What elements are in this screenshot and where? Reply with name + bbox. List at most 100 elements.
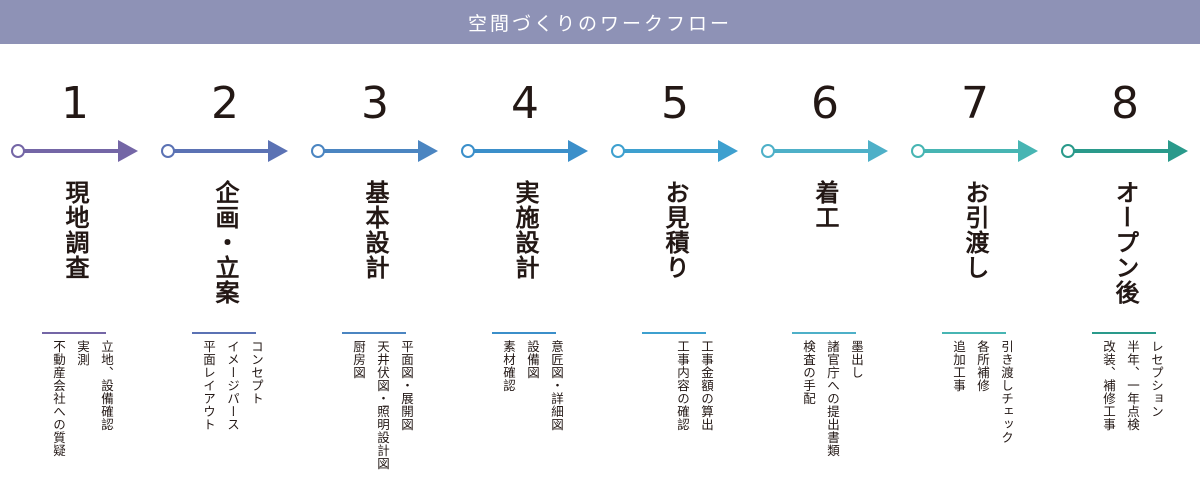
step-title-wrap: オープン後 <box>1050 180 1200 305</box>
step-details: 工事金額の算出工事内容の確認 <box>644 340 714 476</box>
step-divider <box>792 332 856 334</box>
step-detail-item: 検査の手配 <box>801 340 816 405</box>
step-details-list: 意匠図・詳細図設備図素材確認 <box>500 340 564 476</box>
step-details-list: レセプション半年、一年点検改装、補修工事 <box>1100 340 1164 476</box>
step-title: 基本設計 <box>361 180 389 280</box>
step-detail-item: イメージパース <box>225 340 240 431</box>
step-detail-item: 墨出し <box>849 340 864 379</box>
step-number: 2 <box>211 78 239 129</box>
step-detail-item: 各所補修 <box>975 340 990 392</box>
arrow-head <box>568 140 588 162</box>
step-detail-item: レセプション <box>1149 340 1164 418</box>
step-divider <box>642 332 706 334</box>
step-detail-item: 引き渡しチェック <box>999 340 1014 444</box>
arrow-start-circle <box>461 144 475 158</box>
header-bar: 空間づくりのワークフロー <box>0 0 1200 44</box>
arrow-head <box>868 140 888 162</box>
step-number: 5 <box>661 78 689 129</box>
arrow-icon <box>461 140 588 162</box>
workflow-step-3: 3 基本設計平面図・展開図天井伏図・照明設計図厨房図 <box>300 44 450 480</box>
step-details-list: 引き渡しチェック各所補修追加工事 <box>950 340 1014 476</box>
arrow-head <box>418 140 438 162</box>
step-title: オープン後 <box>1111 180 1139 305</box>
step-title-wrap: お見積り <box>600 180 750 280</box>
arrow-start-circle <box>161 144 175 158</box>
workflow-step-6: 6 着工墨出し諸官庁への提出書類検査の手配 <box>750 44 900 480</box>
step-detail-item: コンセプト <box>249 340 264 405</box>
arrow-head <box>718 140 738 162</box>
step-details-list: コンセプトイメージパース平面レイアウト <box>200 340 264 476</box>
step-details-list: 平面図・展開図天井伏図・照明設計図厨房図 <box>350 340 414 476</box>
step-detail-item: 諸官庁への提出書類 <box>825 340 840 457</box>
step-divider <box>342 332 406 334</box>
arrow-icon <box>1061 140 1188 162</box>
workflow-step-5: 5 お見積り工事金額の算出工事内容の確認 <box>600 44 750 480</box>
step-detail-item: 工事内容の確認 <box>675 340 690 431</box>
step-details-list: 墨出し諸官庁への提出書類検査の手配 <box>800 340 864 476</box>
step-details: コンセプトイメージパース平面レイアウト <box>194 340 264 476</box>
step-title: 現地調査 <box>61 180 89 280</box>
step-details: 引き渡しチェック各所補修追加工事 <box>944 340 1014 476</box>
step-title: 着工 <box>811 180 839 230</box>
step-title: 実施設計 <box>511 180 539 280</box>
step-title-wrap: 実施設計 <box>450 180 600 280</box>
step-details-list: 工事金額の算出工事内容の確認 <box>674 340 714 476</box>
step-divider <box>192 332 256 334</box>
step-title: お見積り <box>661 180 689 280</box>
step-number: 3 <box>361 78 389 129</box>
step-divider <box>1092 332 1156 334</box>
step-title-wrap: お引渡し <box>900 180 1050 280</box>
arrow-icon <box>161 140 288 162</box>
step-detail-item: 改装、補修工事 <box>1101 340 1116 431</box>
step-detail-item: 追加工事 <box>951 340 966 392</box>
page-title: 空間づくりのワークフロー <box>467 12 732 35</box>
step-title-wrap: 企画・立案 <box>150 180 300 305</box>
step-detail-item: 立地、設備確認 <box>99 340 114 431</box>
arrow-head <box>118 140 138 162</box>
step-title-wrap: 現地調査 <box>0 180 150 280</box>
arrow-start-circle <box>611 144 625 158</box>
step-divider <box>492 332 556 334</box>
arrow-icon <box>11 140 138 162</box>
step-detail-item: 平面図・展開図 <box>399 340 414 431</box>
arrow-start-circle <box>1061 144 1075 158</box>
step-detail-item: 平面レイアウト <box>201 340 216 431</box>
step-detail-item: 素材確認 <box>501 340 516 392</box>
step-number: 8 <box>1111 78 1139 129</box>
arrow-head <box>268 140 288 162</box>
step-detail-item: 設備図 <box>525 340 540 379</box>
step-details: 墨出し諸官庁への提出書類検査の手配 <box>794 340 864 476</box>
step-title: お引渡し <box>961 180 989 280</box>
step-detail-item: 実測 <box>75 340 90 366</box>
step-detail-item: 厨房図 <box>351 340 366 379</box>
step-details: レセプション半年、一年点検改装、補修工事 <box>1094 340 1164 476</box>
arrow-icon <box>761 140 888 162</box>
step-title-wrap: 基本設計 <box>300 180 450 280</box>
arrow-icon <box>911 140 1038 162</box>
workflow-steps: 1 現地調査立地、設備確認実測不動産会社への質疑 2 企画・立案コンセプトイメージパー… <box>0 44 1200 480</box>
step-detail-item: 天井伏図・照明設計図 <box>375 340 390 470</box>
step-detail-item: 意匠図・詳細図 <box>549 340 564 431</box>
step-detail-item: 不動産会社への質疑 <box>51 340 66 457</box>
step-details: 意匠図・詳細図設備図素材確認 <box>494 340 564 476</box>
arrow-start-circle <box>761 144 775 158</box>
step-number: 1 <box>61 78 89 129</box>
workflow-step-7: 7 お引渡し引き渡しチェック各所補修追加工事 <box>900 44 1050 480</box>
workflow-step-4: 4 実施設計意匠図・詳細図設備図素材確認 <box>450 44 600 480</box>
arrow-head <box>1168 140 1188 162</box>
arrow-start-circle <box>311 144 325 158</box>
arrow-head <box>1018 140 1038 162</box>
workflow-step-1: 1 現地調査立地、設備確認実測不動産会社への質疑 <box>0 44 150 480</box>
step-title: 企画・立案 <box>211 180 239 305</box>
step-details: 平面図・展開図天井伏図・照明設計図厨房図 <box>344 340 414 476</box>
step-details: 立地、設備確認実測不動産会社への質疑 <box>44 340 114 476</box>
step-number: 4 <box>511 78 539 129</box>
step-details-list: 立地、設備確認実測不動産会社への質疑 <box>50 340 114 476</box>
step-number: 6 <box>811 78 839 129</box>
workflow-step-8: 8 オープン後レセプション半年、一年点検改装、補修工事 <box>1050 44 1200 480</box>
step-number: 7 <box>961 78 989 129</box>
step-divider <box>42 332 106 334</box>
step-detail-item: 工事金額の算出 <box>699 340 714 431</box>
arrow-icon <box>611 140 738 162</box>
arrow-start-circle <box>911 144 925 158</box>
